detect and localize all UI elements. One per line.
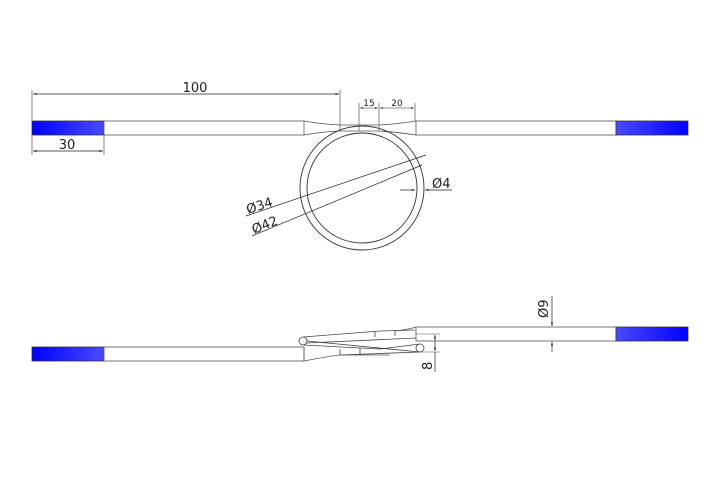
dim-inner-diameter: Ø34	[245, 195, 275, 218]
right-rod	[415, 120, 617, 136]
side-right-rod	[415, 326, 617, 342]
side-right-handle-grip	[615, 326, 689, 342]
dim-offset: 8	[421, 362, 436, 370]
dim-outer-diameter: Ø42	[250, 214, 280, 238]
dim-neck-a: 15	[363, 99, 374, 109]
top-view: 100 30 15 20 Ø34 Ø42 Ø4	[31, 81, 689, 251]
side-view: Ø9 8	[31, 296, 689, 372]
dim-handle-length: 30	[59, 138, 76, 153]
dim-rod-diameter: Ø9	[537, 299, 552, 318]
ring-inner	[306, 132, 418, 244]
ring-outer	[299, 125, 425, 251]
left-handle-grip	[31, 120, 105, 136]
side-left-handle-grip	[31, 346, 105, 362]
coil	[298, 329, 425, 356]
left-rod	[103, 120, 305, 136]
dim-overall-length: 100	[183, 81, 208, 96]
dim-neck-b: 20	[391, 99, 403, 109]
side-left-rod	[103, 346, 305, 362]
dim-wire-diameter: Ø4	[432, 177, 451, 192]
right-neck-taper	[362, 120, 417, 136]
right-handle-grip	[615, 120, 689, 136]
